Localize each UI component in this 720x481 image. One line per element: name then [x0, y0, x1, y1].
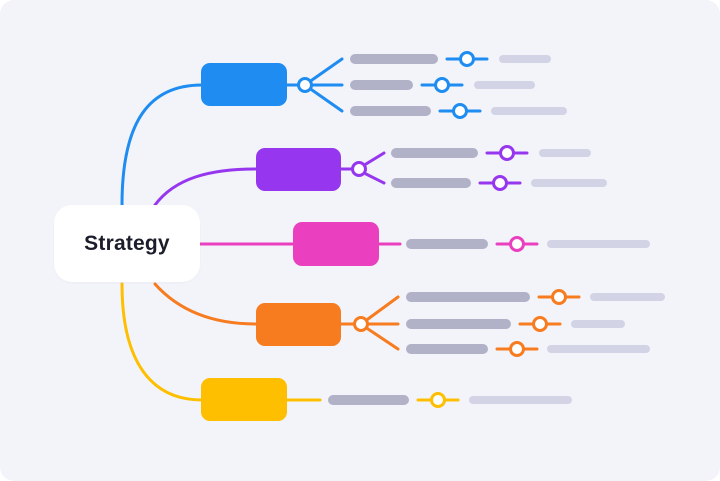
placeholder-bars-dark — [328, 54, 530, 405]
slider-knob[interactable] — [532, 316, 548, 332]
fan-hub-blue — [297, 77, 313, 93]
slider-knob[interactable] — [492, 175, 508, 191]
branch-node-blue[interactable] — [201, 63, 287, 106]
slider-knob[interactable] — [430, 392, 446, 408]
branch-node-orange[interactable] — [256, 303, 341, 346]
connector-purple — [153, 167, 258, 207]
placeholder-bars-light — [469, 55, 665, 404]
branch-node-purple[interactable] — [256, 148, 341, 191]
slider-knob[interactable] — [509, 341, 525, 357]
fan-hub-purple — [351, 161, 367, 177]
slider-knob[interactable] — [452, 103, 468, 119]
branch-node-yellow[interactable] — [201, 378, 287, 421]
connector-orange — [153, 282, 258, 326]
root-node[interactable]: Strategy — [54, 205, 200, 282]
branch-node-pink[interactable] — [293, 222, 379, 266]
slider-knob[interactable] — [459, 51, 475, 67]
slider-knob[interactable] — [551, 289, 567, 305]
fan-blue — [284, 57, 489, 113]
connector-blue — [120, 83, 204, 207]
fan-hub-orange — [353, 316, 369, 332]
slider-knob[interactable] — [499, 145, 515, 161]
slider-knob[interactable] — [434, 77, 450, 93]
connector-yellow — [120, 282, 204, 402]
slider-knob[interactable] — [509, 236, 525, 252]
root-label: Strategy — [84, 231, 170, 255]
